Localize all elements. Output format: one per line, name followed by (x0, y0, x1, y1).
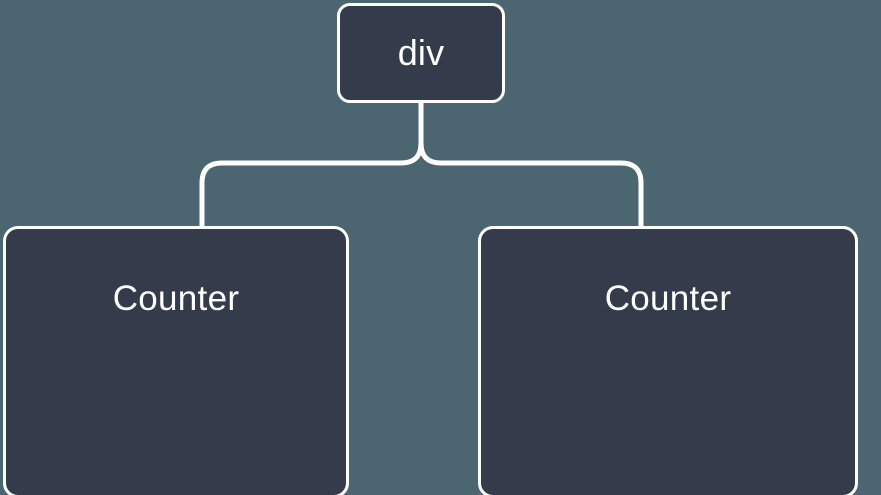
connector-edge-right (418, 100, 644, 231)
node-div[interactable]: div (337, 3, 505, 103)
node-counter-left-label: Counter (112, 279, 240, 318)
node-counter-left[interactable]: Counter count 0 (3, 226, 349, 495)
connector-edge-left (199, 100, 424, 231)
node-div-label: div (397, 32, 445, 73)
node-counter-right-label: Counter (604, 279, 732, 318)
node-counter-right[interactable]: Counter count 1 (478, 226, 858, 495)
